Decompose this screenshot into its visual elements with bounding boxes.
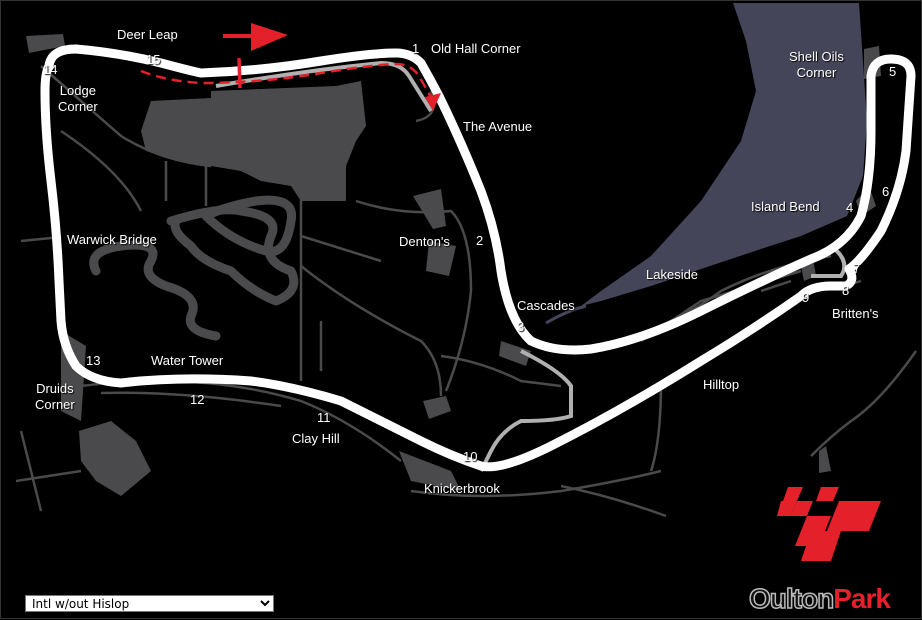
label-water-tower: Water Tower (151, 353, 224, 368)
corner-number-8: 8 (842, 283, 850, 298)
lake (581, 3, 867, 306)
corner-number-11: 11 (317, 410, 331, 425)
wordmark-park: Park (833, 583, 891, 614)
direction-arrow-icon (140, 23, 441, 111)
label-knickerbrook: Knickerbrook (424, 481, 500, 496)
label-old-hall-corner: Old Hall Corner (431, 41, 521, 56)
corner-number-13: 13 (86, 353, 101, 368)
corner-number-7: 7 (853, 261, 861, 276)
corner-number-10: 10 (463, 449, 478, 464)
label-brittens: Britten's (832, 306, 879, 321)
label-dentons: Denton's (399, 234, 450, 249)
label-line: Lodge (59, 83, 96, 98)
stream (89, 195, 299, 341)
corner-number-4: 4 (846, 200, 854, 215)
oulton-park-logo-icon (777, 487, 881, 561)
corner-number-15: 15 (146, 52, 161, 67)
corner-number-14: 14 (43, 62, 58, 77)
label-shell-oils-corner: Shell Oils Corner (789, 49, 844, 81)
label-island-bend: Island Bend (751, 199, 820, 214)
label-lodge-corner: Lodge Corner (58, 83, 98, 115)
label-line: Druids (36, 381, 74, 396)
corner-number-6: 6 (882, 184, 890, 199)
label-the-avenue: The Avenue (463, 119, 533, 134)
label-cascades: Cascades (517, 298, 575, 313)
label-line: Corner (35, 397, 75, 412)
corner-number-12: 12 (190, 392, 205, 407)
circuit-layout-select[interactable]: Intl w/out Hislop (25, 595, 274, 612)
label-deer-leap: Deer Leap (117, 27, 178, 42)
race-track (40, 44, 916, 472)
corner-number-2: 2 (476, 233, 484, 248)
label-line: Shell Oils (789, 49, 844, 64)
buildings (26, 34, 881, 496)
corner-number-1: 1 (412, 41, 420, 56)
label-lakeside: Lakeside (646, 267, 699, 282)
label-hilltop: Hilltop (703, 377, 740, 392)
label-druids-corner: Druids Corner (35, 381, 75, 413)
label-clay-hill: Clay Hill (292, 431, 340, 446)
corner-number-5: 5 (889, 64, 897, 79)
oulton-park-wordmark: OultonPark (748, 583, 891, 615)
label-warwick-bridge: Warwick Bridge (67, 232, 157, 247)
wordmark-oulton: Oulton (748, 583, 835, 615)
corner-number-3: 3 (517, 319, 525, 334)
label-line: Corner (58, 99, 98, 114)
label-line: Corner (796, 65, 837, 80)
corner-number-9: 9 (802, 290, 810, 305)
